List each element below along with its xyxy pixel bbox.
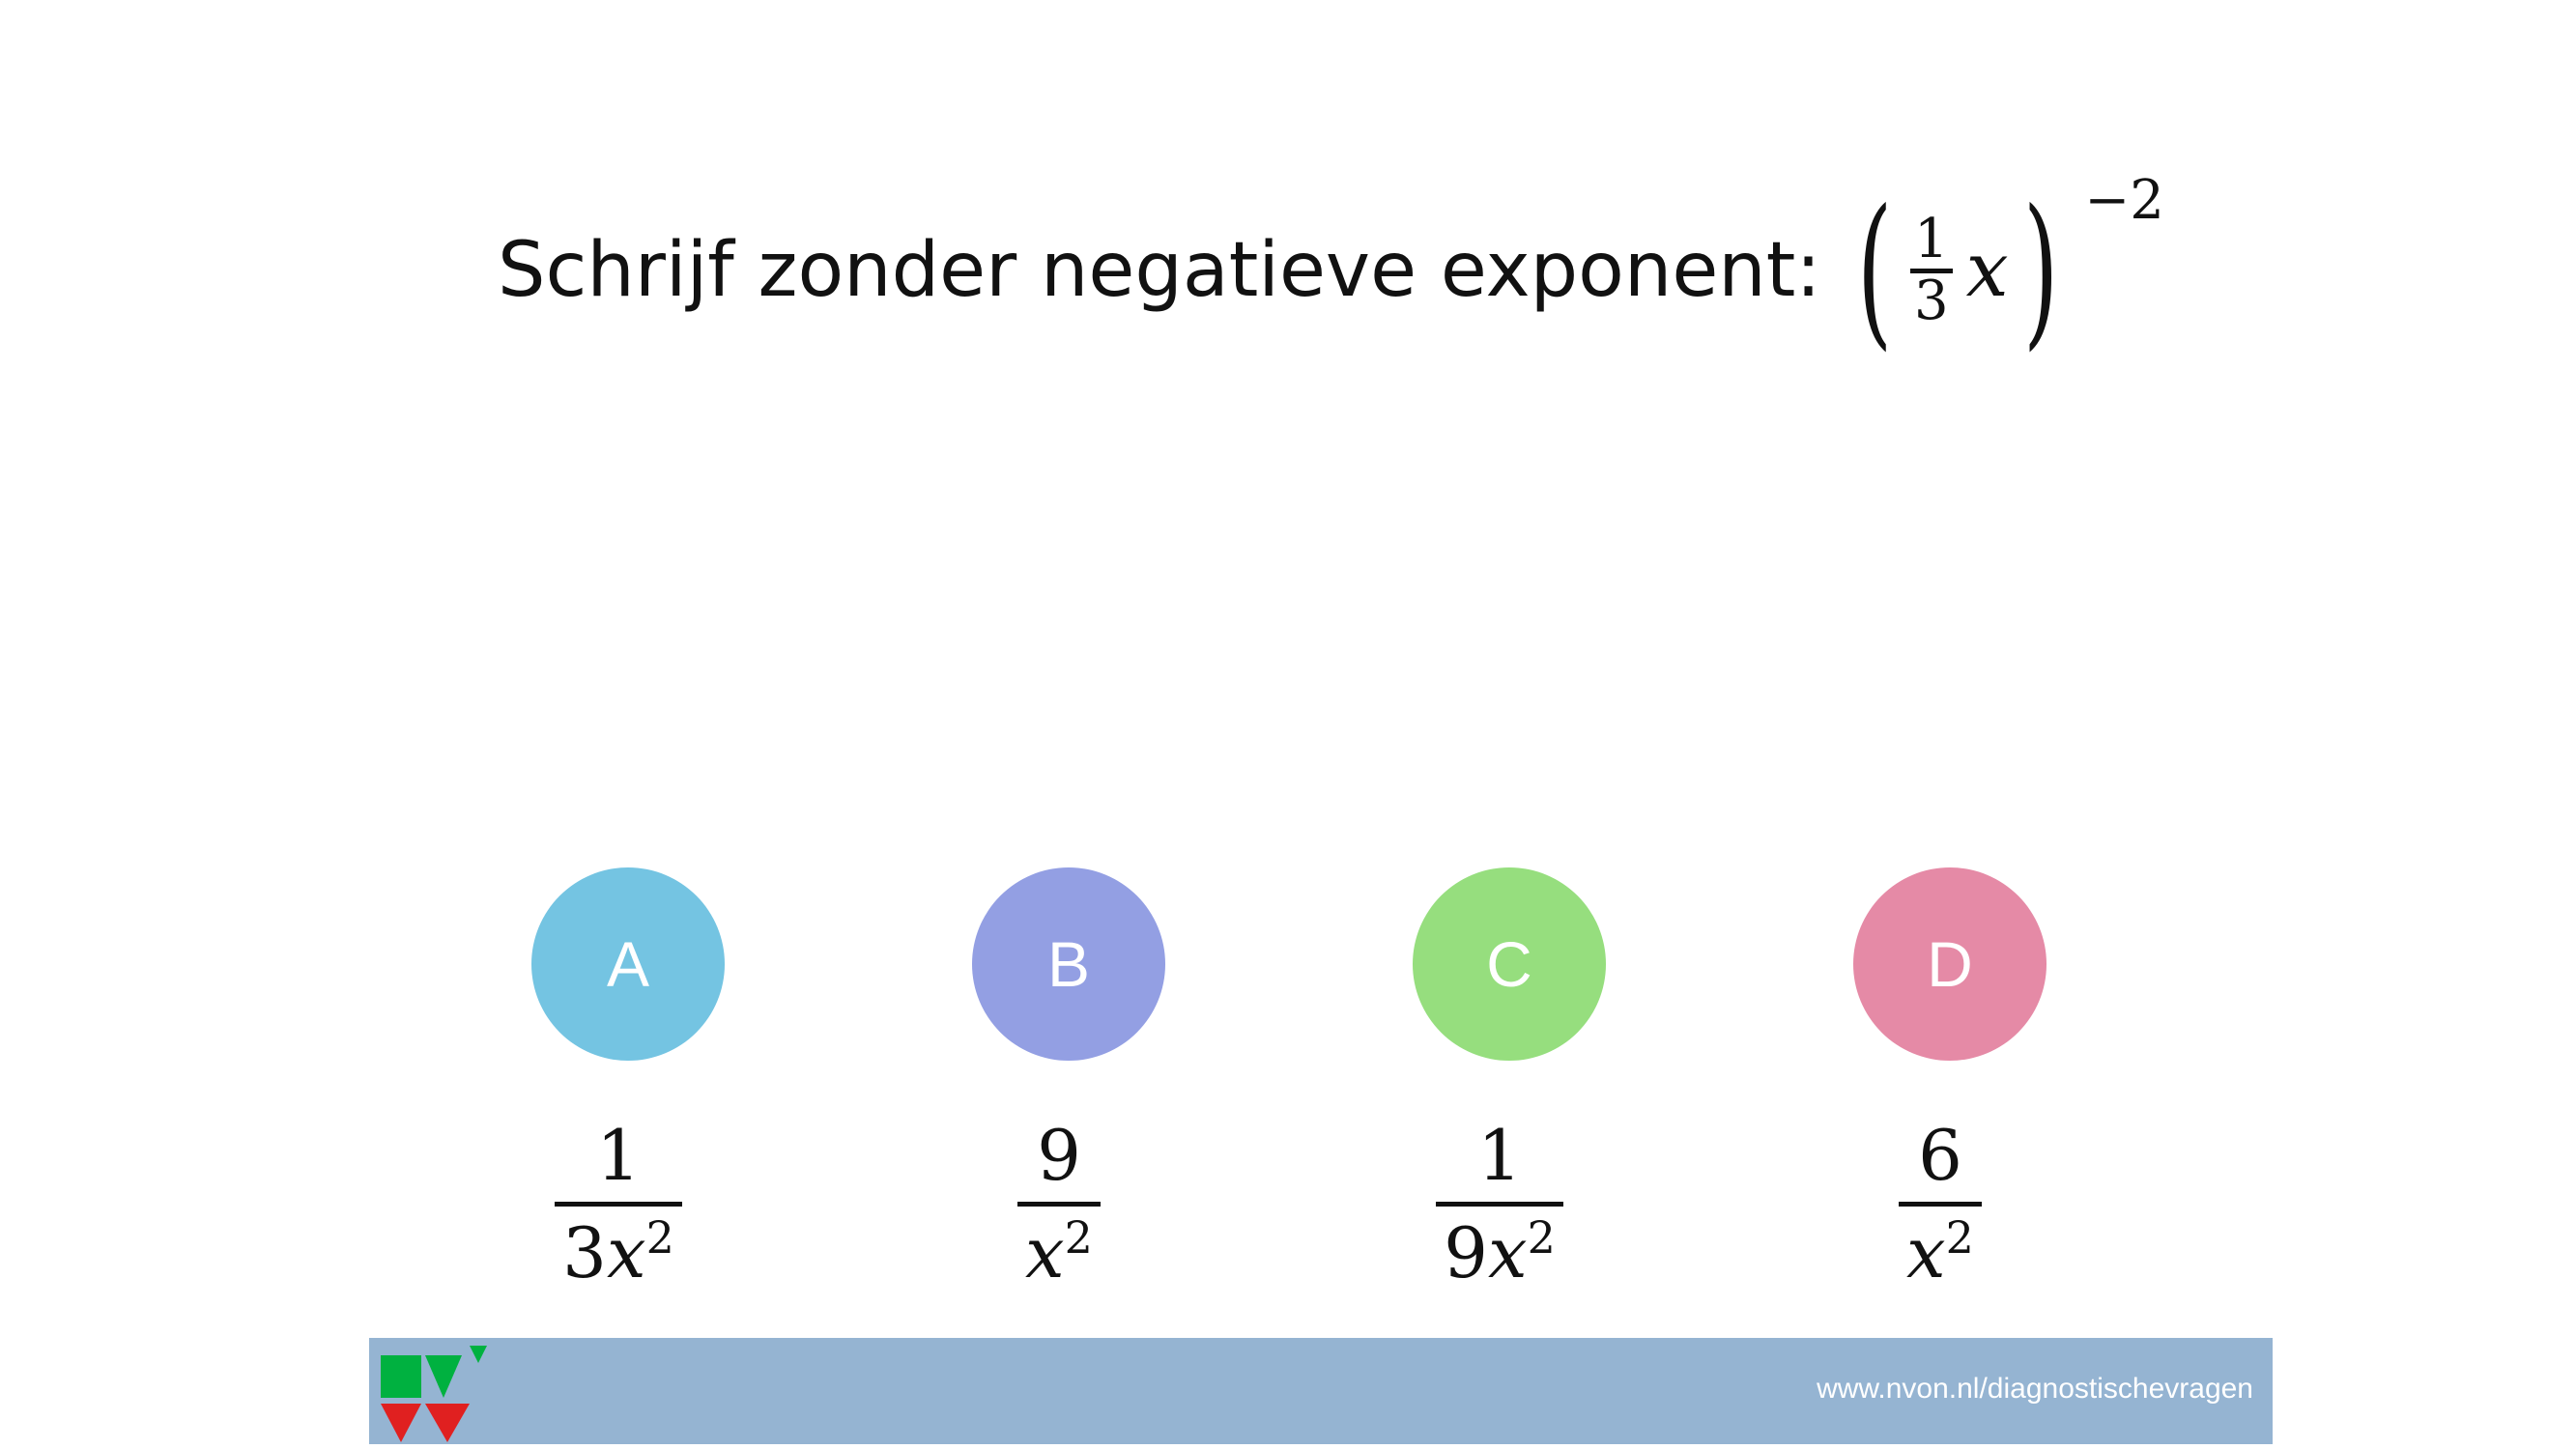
right-paren: ) [2022,175,2058,366]
answer-denominator: 3x2 [555,1201,682,1293]
answer-coefficient: 3 [562,1211,607,1293]
exponent: −2 [2084,169,2164,232]
option-c-button[interactable]: C [1413,867,1606,1061]
question-text: Schrijf zonder negatieve exponent: [498,227,1821,314]
question-fraction: 1 3 [1909,211,1953,332]
answer-variable: x [606,1211,646,1293]
answer-denominator: x2 [1017,1201,1101,1293]
option-b-button[interactable]: B [972,867,1165,1061]
fraction-numerator: 1 [1909,211,1953,273]
option-letter: D [1927,928,1973,1000]
footer-url[interactable]: www.nvon.nl/diagnostischevragen [1817,1373,2253,1405]
option-letter: A [606,928,650,1000]
answer-exponent: 2 [1945,1210,1974,1264]
answer-denominator: 9x2 [1436,1201,1563,1293]
question-expression: ( 1 3 x ) −2 [1843,169,2164,366]
answer-variable: x [1906,1211,1946,1293]
answer-exponent: 2 [1527,1210,1556,1264]
answer-variable: x [1025,1211,1065,1293]
option-d-button[interactable]: D [1853,867,2046,1061]
answer-coefficient: 9 [1444,1211,1488,1293]
footer-bar: www.nvon.nl/diagnostischevragen [369,1338,2273,1444]
answer-numerator: 6 [1918,1115,1962,1196]
answer-numerator: 9 [1037,1115,1081,1196]
variable: x [1965,227,2009,314]
option-letter: C [1486,928,1532,1000]
answer-numerator: 1 [596,1115,641,1196]
option-letter: B [1046,928,1091,1000]
answer-exponent: 2 [1064,1210,1093,1264]
option-a-button[interactable]: A [531,867,725,1061]
answer-exponent: 2 [645,1210,674,1264]
answer-variable: x [1487,1211,1528,1293]
answer-denominator: x2 [1899,1201,1982,1293]
left-paren: ( [1856,175,1893,366]
nvon-logo-icon [381,1346,487,1442]
question-title: Schrijf zonder negatieve exponent: ( 1 3… [498,169,2164,353]
fraction-denominator: 3 [1913,269,1949,332]
answer-numerator: 1 [1477,1115,1522,1196]
